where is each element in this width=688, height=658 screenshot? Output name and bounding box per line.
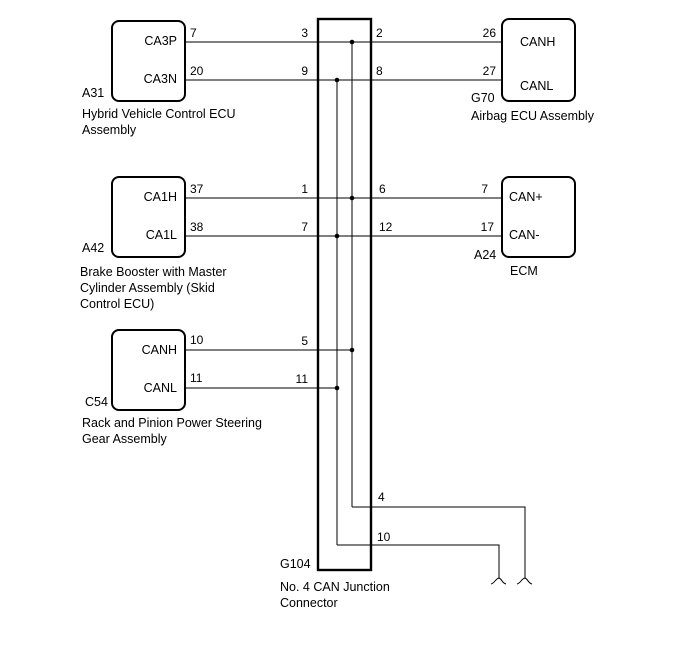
pin-number: 7 [190, 26, 197, 40]
signal-label: CANH [142, 343, 177, 357]
component-box [501, 18, 576, 102]
junction-right-pins: 2 8 6 12 4 10 [376, 26, 393, 544]
junction-dot [349, 195, 355, 201]
pin-number: 38 [190, 220, 204, 234]
junction-pin: 4 [378, 490, 385, 504]
component-a24: CAN+ CAN- 7 17 A24 ECM [474, 176, 576, 278]
junction-pin: 9 [301, 64, 308, 78]
signal-label: CA1L [146, 228, 177, 242]
junction-pin: 12 [379, 220, 393, 234]
component-name-line: Rack and Pinion Power Steering [82, 416, 262, 430]
component-code: C54 [85, 395, 108, 409]
junction-left-pins: 3 9 1 7 5 11 [296, 26, 309, 386]
junction-pin: 6 [379, 182, 386, 196]
wire-continuation-pin-4b [524, 577, 533, 585]
junction-connector-g104 [316, 17, 373, 572]
junction-pin: 10 [377, 530, 391, 544]
component-box [111, 329, 186, 411]
pin-number: 20 [190, 64, 204, 78]
wire-junction-pin-10 [337, 544, 500, 578]
signal-label: CA3P [144, 34, 177, 48]
junction-name-line: No. 4 CAN Junction [280, 580, 390, 594]
pin-number: 11 [190, 371, 203, 385]
pin-number: 10 [190, 333, 204, 347]
component-box [501, 176, 576, 258]
junction-dot [349, 39, 355, 45]
signal-label: CAN- [509, 228, 540, 242]
wire-continuation-pin-4 [516, 577, 526, 585]
wire-continuation-pin-10b [498, 577, 507, 585]
pin-number: 27 [483, 64, 497, 78]
junction-name-line: Connector [280, 596, 338, 610]
component-code: G70 [471, 91, 495, 105]
signal-label: CANL [520, 79, 553, 93]
component-c54: CANH CANL 10 11 C54 Rack and Pinion Powe… [82, 329, 262, 446]
signal-label: CAN+ [509, 190, 543, 204]
signal-label: CA1H [144, 190, 177, 204]
component-box [111, 176, 186, 258]
junction-dot [334, 385, 340, 391]
component-name-line: Cylinder Assembly (Skid [80, 281, 215, 295]
pin-number: 7 [481, 182, 488, 196]
junction-dot [334, 77, 340, 83]
wire-continuation-pin-10 [490, 577, 500, 585]
component-code: A24 [474, 248, 496, 262]
component-name-line: Brake Booster with Master [80, 265, 227, 279]
junction-dot [334, 233, 340, 239]
junction-pin: 5 [301, 334, 308, 348]
component-g70: CANH CANL 26 27 G70 Airbag ECU Assembly [471, 18, 595, 123]
component-name-line: Gear Assembly [82, 432, 168, 446]
wire-junction-pin-4 [352, 506, 526, 578]
signal-label: CA3N [144, 72, 177, 86]
pin-number: 37 [190, 182, 204, 196]
junction-code: G104 [280, 557, 311, 571]
junction-pin: 3 [301, 26, 308, 40]
junction-pin: 8 [376, 64, 383, 78]
junction-pin: 11 [296, 372, 309, 386]
junction-dot [349, 347, 355, 353]
component-name-line: Assembly [82, 123, 137, 137]
junction-dots [334, 39, 355, 391]
component-code: A31 [82, 86, 104, 100]
junction-pin: 7 [301, 220, 308, 234]
wires [185, 41, 533, 585]
signal-label: CANH [520, 35, 555, 49]
component-code: A42 [82, 241, 104, 255]
signal-label: CANL [144, 381, 177, 395]
component-a31: CA3P CA3N 7 20 A31 Hybrid Vehicle Contro… [82, 20, 236, 137]
component-name-line: Control ECU) [80, 297, 154, 311]
component-a42: CA1H CA1L 37 38 A42 Brake Booster with M… [80, 176, 227, 311]
component-name-line: Hybrid Vehicle Control ECU [82, 107, 236, 121]
pin-number: 26 [483, 26, 497, 40]
junction-pin: 1 [301, 182, 308, 196]
component-box [111, 20, 186, 102]
component-name-line: ECM [510, 264, 538, 278]
component-name-line: Airbag ECU Assembly [471, 109, 595, 123]
pin-number: 17 [481, 220, 495, 234]
junction-pin: 2 [376, 26, 383, 40]
